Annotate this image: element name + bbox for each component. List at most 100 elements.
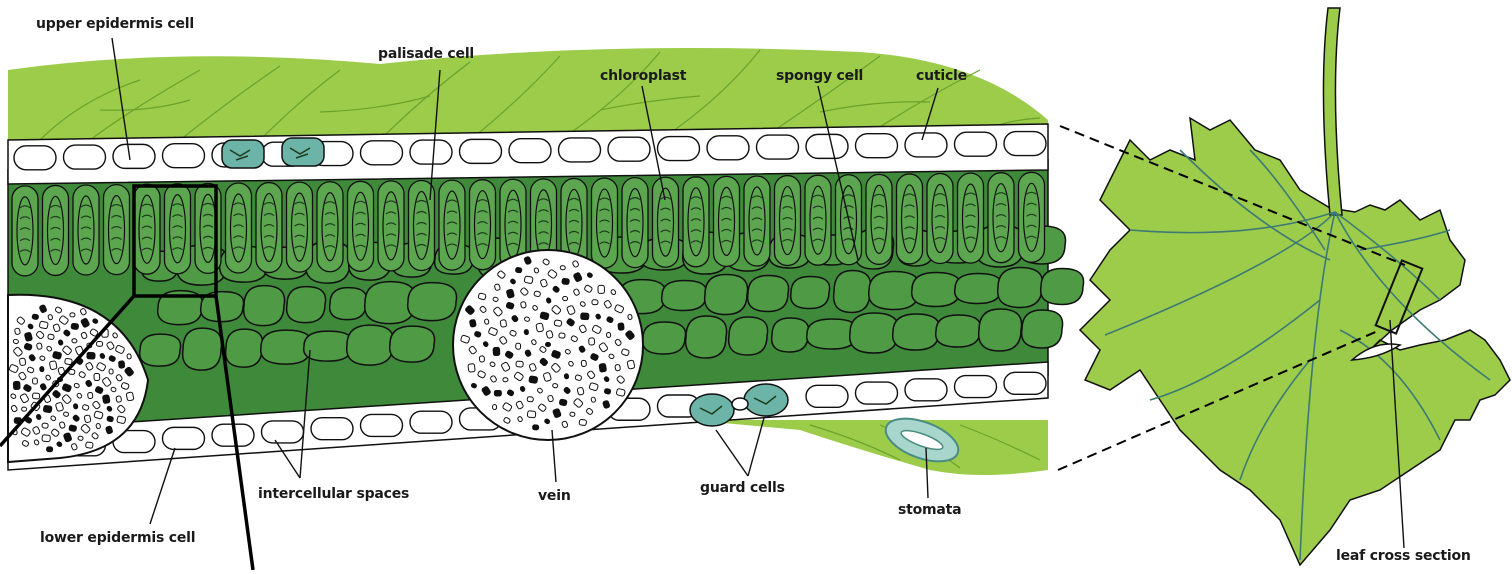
- vein-cell: [562, 296, 568, 301]
- vein-cell: [97, 341, 103, 346]
- upper-epidermis-cell: [559, 138, 601, 162]
- vein-cell: [494, 390, 501, 396]
- upper-epidermis-cell: [163, 144, 205, 168]
- upper-epidermis-cell: [757, 135, 799, 159]
- leaf-blade: [1080, 118, 1510, 565]
- spongy-cell: [912, 273, 961, 307]
- vein-cell: [32, 314, 39, 320]
- vein-cell: [117, 416, 126, 424]
- vein-cell: [94, 373, 100, 380]
- vein-cell: [628, 314, 633, 320]
- vein-cell: [515, 267, 522, 273]
- spongy-cell: [643, 322, 686, 354]
- palisade-cell: [714, 176, 740, 266]
- vein-cell: [63, 412, 69, 417]
- vein-cell: [42, 435, 51, 442]
- spongy-cell: [936, 315, 981, 347]
- spongy-cell: [705, 275, 748, 315]
- palisade-cell: [43, 185, 69, 275]
- spongy-cell: [304, 331, 353, 361]
- lower-epidermis-cell: [311, 418, 353, 440]
- vein-cell: [49, 361, 57, 370]
- vein-cell: [589, 338, 595, 345]
- label-stomata: stomata: [898, 502, 961, 518]
- vein-cell: [84, 415, 91, 423]
- palisade-cell: [287, 182, 313, 272]
- upper-epidermis-cell: [113, 144, 155, 168]
- vein-cell: [581, 313, 589, 320]
- vein-cell: [22, 407, 27, 411]
- vein-cell: [39, 321, 48, 329]
- vein-cell: [527, 411, 536, 418]
- vein-cell: [577, 387, 584, 395]
- palisade-cell: [744, 176, 770, 266]
- label-leaf-cross-section: leaf cross section: [1336, 548, 1471, 564]
- vein-cell: [598, 285, 605, 293]
- vein-cell: [96, 423, 101, 429]
- spongy-cell: [686, 316, 727, 358]
- palisade-cell: [653, 177, 679, 267]
- palisade-cell: [805, 175, 831, 265]
- vein-cell: [468, 364, 475, 373]
- vein-cell: [570, 412, 576, 417]
- vein-cell: [618, 323, 624, 331]
- spongy-cell: [408, 283, 457, 321]
- palisade-cell: [1019, 172, 1045, 262]
- vein-cell: [546, 343, 551, 347]
- palisade-cell: [226, 183, 252, 273]
- vein-cell: [536, 323, 544, 332]
- palisade-cell: [958, 173, 984, 263]
- vein-cell: [78, 436, 84, 441]
- vein-cell: [69, 425, 77, 432]
- vein-cell: [33, 378, 38, 384]
- vein-cell: [52, 351, 61, 359]
- vein-cell: [559, 399, 567, 406]
- vein-cell: [492, 405, 496, 410]
- vein-cell: [85, 442, 93, 449]
- palisade-cell: [622, 178, 648, 268]
- palisade-cell: [592, 178, 618, 268]
- vein-cell: [520, 301, 526, 308]
- palisade-cell: [165, 184, 191, 274]
- leaf-stem: [1323, 8, 1342, 215]
- spongy-cell: [662, 281, 707, 311]
- vein-cell: [527, 397, 534, 402]
- spongy-cell: [390, 326, 435, 362]
- lower-epidermis-cell: [410, 411, 452, 433]
- lower-epidermis-cell: [262, 421, 304, 443]
- vein-cell: [46, 447, 52, 452]
- spongy-cell: [893, 314, 940, 350]
- vein-cell: [43, 405, 52, 413]
- upper-epidermis-cell: [658, 137, 700, 161]
- label-cuticle: cuticle: [916, 68, 967, 84]
- spongy-cell: [287, 287, 326, 323]
- vein-cell: [87, 392, 92, 399]
- leaf-illustration: [1080, 8, 1510, 565]
- vein-cell: [559, 333, 565, 338]
- spongy-cell: [330, 288, 367, 320]
- lower-epidermis-cell: [806, 385, 848, 407]
- spongy-cell: [772, 318, 809, 352]
- upper-epidermis-cell: [361, 141, 403, 165]
- spongy-cell: [1022, 310, 1063, 348]
- vein-cell: [579, 419, 587, 426]
- vein-cell: [604, 388, 611, 394]
- vein-cell: [13, 339, 19, 344]
- vein-cell: [516, 361, 523, 367]
- vein-cell: [469, 319, 476, 327]
- vein-cell: [24, 332, 32, 341]
- label-lower-epidermis-cell: lower epidermis cell: [40, 530, 195, 546]
- spongy-cell: [244, 286, 285, 326]
- vein-cell: [524, 276, 533, 284]
- vein-cell: [534, 291, 541, 297]
- vein-cell: [484, 319, 489, 325]
- vein-cell: [479, 356, 484, 362]
- label-spongy-cell: spongy cell: [776, 68, 863, 84]
- vein-cell: [102, 395, 110, 404]
- vein-cell: [581, 360, 586, 367]
- upper-epidermis-cell: [460, 139, 502, 163]
- spongy-cell: [791, 277, 830, 309]
- vein-cell: [506, 289, 514, 298]
- spongy-cell: [955, 273, 1002, 303]
- vein-cell: [36, 343, 42, 350]
